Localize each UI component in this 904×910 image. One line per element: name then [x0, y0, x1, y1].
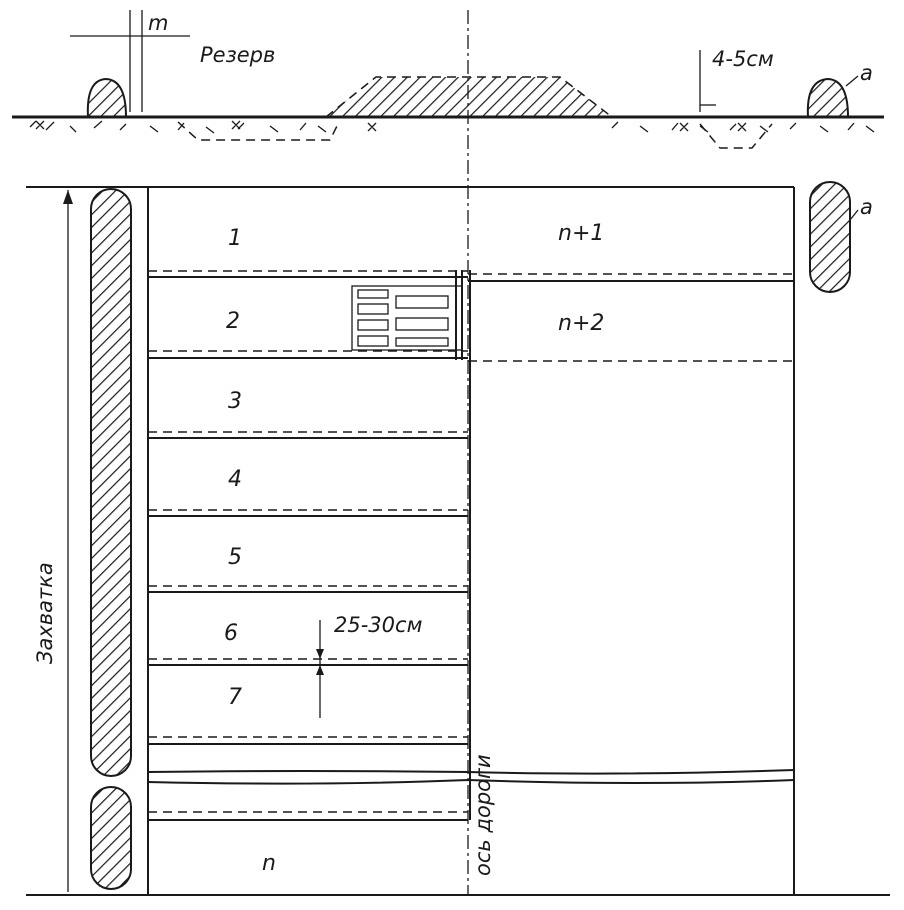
soil-hatch — [29, 120, 875, 134]
mark-a-leader-top — [845, 75, 859, 87]
strip-boundary-wavy-2 — [147, 778, 795, 785]
strip-label-5: 5 — [228, 545, 242, 570]
soil-windrow-left — [90, 188, 132, 777]
dimension-m-label: m — [148, 11, 168, 35]
plan-view: Захватка a — [26, 181, 890, 896]
mark-a-top: a — [860, 61, 873, 85]
roller-machine — [351, 270, 463, 360]
strip-label-1: 1 — [228, 226, 242, 251]
strip-label-2: 2 — [226, 309, 240, 334]
machine-part — [357, 335, 389, 347]
strip-label-6: 6 — [224, 621, 238, 646]
dimension-25-30-arrows — [316, 649, 324, 675]
soil-heap-right — [806, 77, 850, 118]
strip-label-n: n — [262, 851, 276, 876]
cut-profile-left — [177, 121, 339, 141]
strip-label-4: 4 — [228, 467, 242, 492]
machine-roller — [395, 295, 449, 309]
machine-roller — [395, 337, 449, 347]
soil-heap-left — [86, 77, 128, 118]
soil-windrow-right — [809, 181, 851, 293]
cut-profile-right — [699, 123, 773, 149]
machine-part — [357, 319, 389, 331]
strip-boundary-wavy — [147, 769, 795, 775]
mark-a-side: a — [860, 195, 873, 219]
soil-windrow-left-end — [90, 786, 132, 890]
machine-roller — [395, 317, 449, 331]
strip-label-n-plus-2: n+2 — [558, 311, 604, 336]
embankment-outline — [325, 76, 613, 118]
machine-part — [357, 289, 389, 299]
strip-label-n-plus-1: n+1 — [558, 221, 604, 246]
strip-label-7: 7 — [228, 685, 242, 710]
dimension-25-30-label: 25-30см — [334, 613, 423, 637]
zahvatka-label: Захватка — [33, 562, 57, 664]
strip-label-3: 3 — [228, 389, 242, 414]
zahvatka-arrow-top — [63, 190, 73, 204]
plan-outline — [26, 186, 795, 895]
reserve-label: Резерв — [200, 43, 275, 67]
soil-cross-marks — [35, 120, 747, 132]
road-axis-label: ось дороги — [471, 754, 495, 876]
machine-part — [357, 303, 389, 315]
cross-section: m Резерв 4-5см a — [12, 10, 884, 149]
mark-a-leader-side — [849, 209, 859, 221]
embankment-fill — [326, 77, 612, 117]
dimension-4-5-label: 4-5см — [712, 47, 774, 71]
